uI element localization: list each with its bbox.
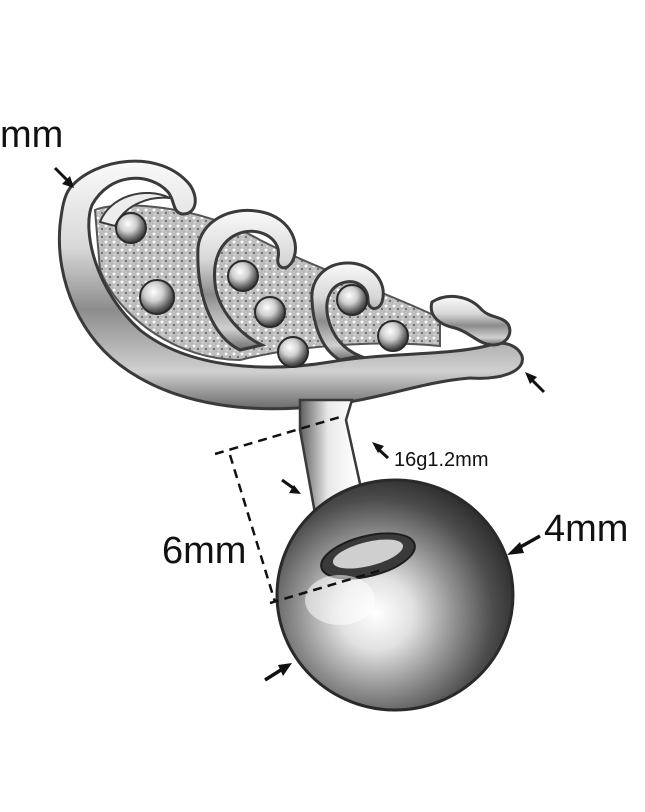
top-width-label: mm — [0, 114, 64, 156]
ball-end — [275, 478, 515, 712]
dimension-lines — [53, 166, 546, 682]
bead-stones — [115, 212, 409, 368]
bar-length-label: 6mm — [162, 530, 247, 572]
crown-head — [57, 159, 524, 411]
gauge-label: 16g1.2mm — [394, 449, 489, 471]
ball-size-label: 4mm — [544, 508, 629, 550]
